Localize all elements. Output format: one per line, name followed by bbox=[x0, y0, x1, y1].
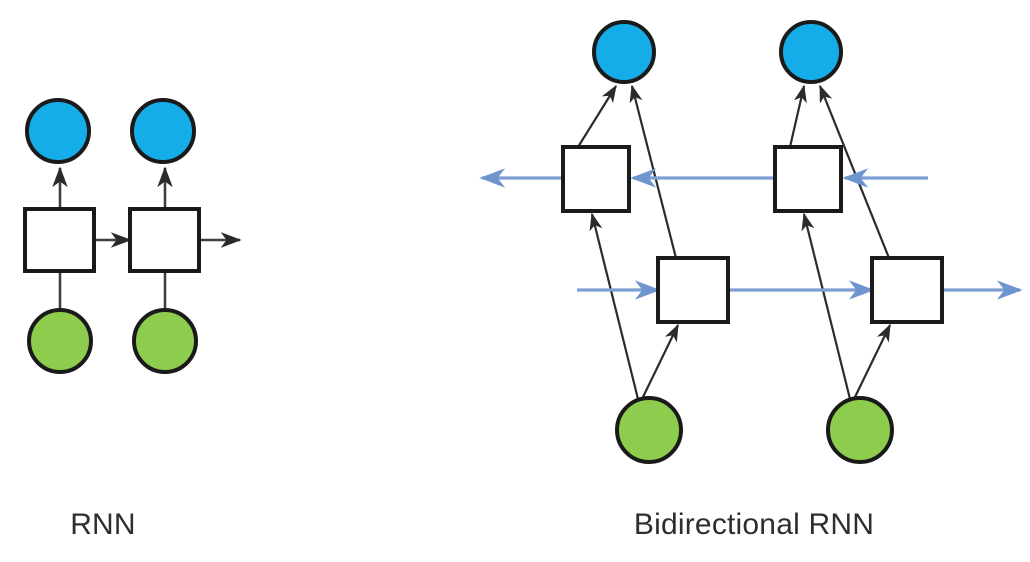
input-node[interactable] bbox=[826, 396, 894, 464]
brnn-output-nodes bbox=[592, 20, 843, 84]
output-node[interactable] bbox=[592, 20, 656, 84]
rnn-hidden-cells bbox=[23, 207, 201, 273]
edge-input-2-to-backward-cell-2 bbox=[801, 212, 852, 400]
backward-cell[interactable] bbox=[561, 145, 631, 213]
hidden-cell[interactable] bbox=[128, 207, 201, 273]
rnn-caption: RNN bbox=[70, 508, 136, 541]
hidden-cell[interactable] bbox=[23, 207, 96, 273]
rnn-input-nodes bbox=[27, 308, 198, 374]
edge-backward-cell-1-to-output-1 bbox=[577, 84, 617, 148]
forward-cell[interactable] bbox=[656, 256, 730, 324]
input-node[interactable] bbox=[132, 308, 198, 374]
edge-backward-cell-2-to-output-2 bbox=[788, 84, 807, 148]
rnn-output-nodes bbox=[25, 98, 196, 164]
input-node[interactable] bbox=[615, 396, 683, 464]
output-node[interactable] bbox=[130, 98, 196, 164]
backward-cell[interactable] bbox=[773, 145, 843, 213]
rnn-diagram: RNN bbox=[23, 98, 242, 541]
bidirectional-rnn-caption: Bidirectional RNN bbox=[634, 508, 874, 541]
edge-input-2-to-forward-cell-2 bbox=[854, 323, 891, 398]
brnn-input-nodes bbox=[615, 396, 894, 464]
edge-input-1-to-forward-cell-1 bbox=[642, 323, 679, 398]
output-node[interactable] bbox=[25, 98, 91, 164]
bidirectional-rnn-diagram: Bidirectional RNN bbox=[479, 20, 1023, 541]
brnn-forward-cells bbox=[656, 256, 944, 324]
edge-input-1-to-backward-cell-1 bbox=[589, 212, 640, 400]
output-node[interactable] bbox=[779, 20, 843, 84]
input-node[interactable] bbox=[27, 308, 93, 374]
forward-cell[interactable] bbox=[870, 256, 944, 324]
brnn-backward-cells bbox=[561, 145, 843, 213]
